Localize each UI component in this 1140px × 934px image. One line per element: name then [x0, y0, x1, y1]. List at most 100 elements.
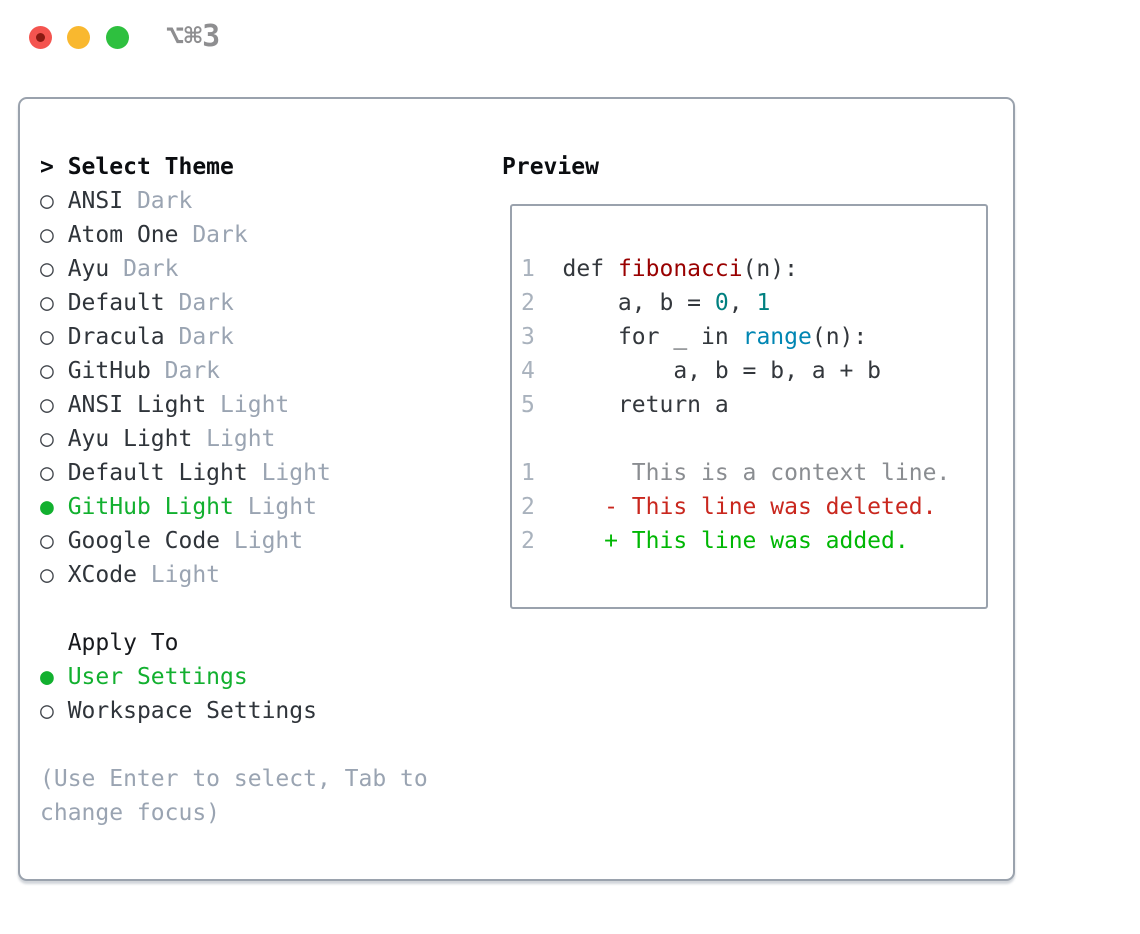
- theme-variant-label: Light: [150, 562, 221, 588]
- theme-name: Ayu: [67, 256, 110, 282]
- line-number: 2: [521, 528, 535, 554]
- code-segment-plain: [563, 392, 618, 418]
- apply-to-header: Apply To: [67, 630, 179, 656]
- code-segment-addition: + This line was added.: [562, 528, 909, 554]
- theme-name: ANSI Light: [67, 392, 207, 418]
- code-line: 2 - This line was deleted.: [521, 490, 978, 524]
- code-segment-keyword: return: [617, 392, 702, 418]
- theme-name: Atom One: [67, 222, 179, 248]
- selected-radio-icon: ●: [40, 664, 54, 690]
- radio-icon: ○: [40, 256, 54, 282]
- radio-icon: ○: [40, 426, 54, 452]
- theme-option-github[interactable]: ○ GitHub Dark: [40, 354, 490, 388]
- theme-option-ansi-light[interactable]: ○ ANSI Light Light: [40, 388, 490, 422]
- apply-to-options-list: ●User Settings ○ Workspace Settings: [40, 660, 490, 728]
- line-number: 1: [521, 460, 535, 486]
- theme-option-xcode[interactable]: ○ XCode Light: [40, 558, 490, 592]
- theme-variant-label: Dark: [136, 188, 193, 214]
- line-number: 4: [521, 358, 535, 384]
- radio-icon: ○: [40, 562, 54, 588]
- spacer: [40, 592, 490, 626]
- apply-option-user-settings[interactable]: ●User Settings: [40, 660, 490, 694]
- focus-caret-icon: >: [40, 154, 54, 180]
- code-line: 2 + This line was added.: [521, 524, 978, 558]
- theme-variant-label: Light: [206, 426, 276, 452]
- code-line: 2 a, b = 0, 1: [521, 286, 978, 320]
- help-text-line-1: (Use Enter to select, Tab to: [40, 766, 428, 792]
- theme-name: Google Code: [67, 528, 221, 554]
- theme-name: GitHub: [67, 358, 151, 384]
- zoom-button[interactable]: [106, 26, 129, 49]
- select-theme-title: Select Theme: [67, 154, 234, 180]
- radio-icon: ○: [40, 358, 54, 384]
- code-line: 5 return a: [521, 388, 978, 422]
- code-segment-plain: a, b = b, a + b: [562, 358, 882, 384]
- code-segment-builtin: range: [742, 324, 812, 350]
- radio-icon: ○: [40, 392, 54, 418]
- titlebar: ⌥⌘3: [0, 0, 1140, 97]
- radio-icon: ○: [40, 188, 54, 214]
- code-segment-keyword: for: [617, 324, 660, 350]
- select-theme-header: > Select Theme: [40, 150, 490, 184]
- minimize-button[interactable]: [67, 26, 90, 49]
- theme-name: Default: [67, 290, 165, 316]
- theme-name: GitHub Light: [67, 494, 234, 520]
- theme-variant-label: Dark: [123, 256, 179, 282]
- theme-variant-label: Dark: [178, 290, 234, 316]
- radio-icon: ○: [40, 528, 54, 554]
- line-number: 2: [521, 290, 535, 316]
- radio-icon: ○: [40, 324, 54, 350]
- close-button[interactable]: [29, 26, 52, 49]
- theme-variant-label: Light: [261, 460, 331, 486]
- theme-name: Ayu Light: [67, 426, 193, 452]
- code-segment-plain: (n):: [742, 256, 798, 282]
- apply-option-label: Workspace Settings: [67, 698, 317, 724]
- spacer: [40, 728, 490, 762]
- theme-option-google-code[interactable]: ○ Google Code Light: [40, 524, 490, 558]
- theme-option-github-light[interactable]: ● GitHub Light Light: [40, 490, 490, 524]
- window-shortcut-label: ⌥⌘3: [166, 19, 221, 54]
- theme-variant-label: Light: [233, 528, 304, 554]
- selected-radio-icon: ●: [40, 494, 54, 520]
- theme-variant-label: Dark: [178, 324, 234, 350]
- theme-name: Dracula: [67, 324, 165, 350]
- line-number: 1: [521, 256, 535, 282]
- theme-option-ayu[interactable]: ○ Ayu Dark: [40, 252, 490, 286]
- code-segment-keyword: in: [701, 324, 729, 350]
- code-segment-number: 1: [756, 290, 771, 316]
- theme-variant-label: Light: [220, 392, 290, 418]
- code-line: 3 for _ in range(n):: [521, 320, 978, 354]
- code-segment-plain: _: [659, 324, 702, 350]
- code-segment-context: This is a context line.: [562, 460, 951, 486]
- line-number: 3: [521, 324, 535, 350]
- preview-title: Preview: [502, 154, 599, 180]
- theme-variant-label: Dark: [164, 358, 221, 384]
- theme-name: ANSI: [67, 188, 124, 214]
- help-text-line-2: change focus): [40, 800, 221, 826]
- theme-option-ayu-light[interactable]: ○ Ayu Light Light: [40, 422, 490, 456]
- theme-name: XCode: [67, 562, 137, 588]
- line-number: 5: [521, 392, 535, 418]
- theme-variant-label: Light: [247, 494, 317, 520]
- code-segment-plain: [563, 324, 618, 350]
- code-line: [521, 422, 978, 456]
- theme-name: Default Light: [67, 460, 248, 486]
- code-line: 1 This is a context line.: [521, 456, 978, 490]
- theme-option-dracula[interactable]: ○ Dracula Dark: [40, 320, 490, 354]
- radio-icon: ○: [40, 698, 54, 724]
- line-number: 2: [521, 494, 535, 520]
- code-segment-plain: a: [701, 392, 729, 418]
- theme-option-ansi[interactable]: ○ ANSI Dark: [40, 184, 490, 218]
- code-segment-plain: ,: [728, 290, 757, 316]
- apply-option-workspace-settings[interactable]: ○ Workspace Settings: [40, 694, 490, 728]
- radio-icon: ○: [40, 222, 54, 248]
